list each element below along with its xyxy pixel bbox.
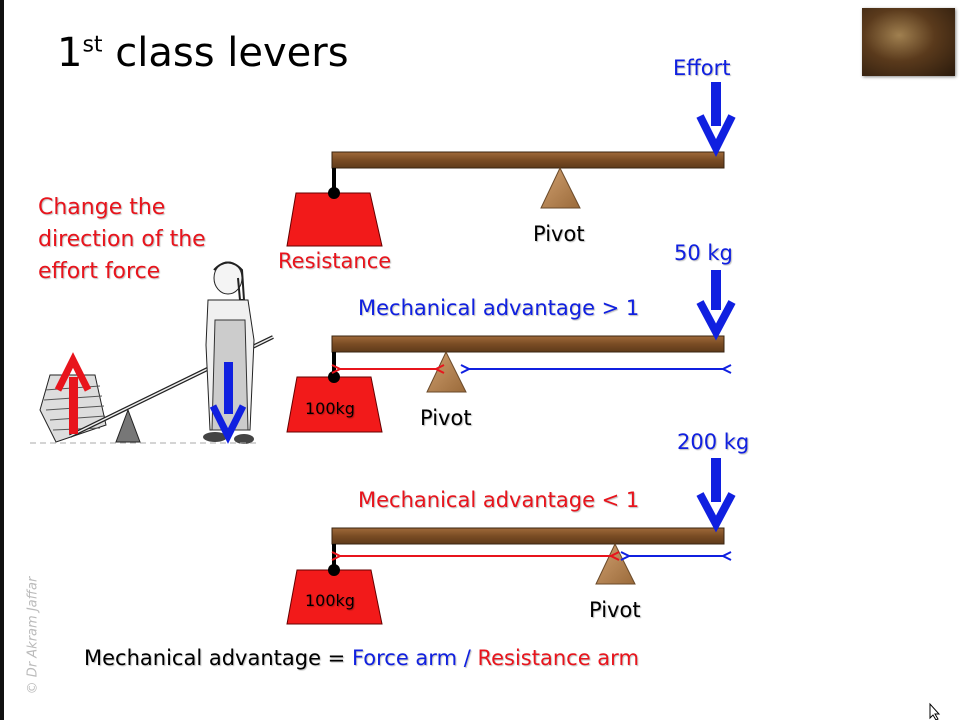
weight xyxy=(286,376,383,433)
effort-200kg-label: 200 kg xyxy=(677,430,750,454)
ma-less-label: Mechanical advantage < 1 xyxy=(358,488,640,512)
lever-3 xyxy=(286,458,736,625)
beam xyxy=(331,151,725,169)
ma-formula: Mechanical advantage = Force arm / Resis… xyxy=(84,646,639,670)
rod-joint xyxy=(328,187,340,199)
slide-title: 1st class levers xyxy=(57,30,349,76)
effort-arrow-down xyxy=(696,270,736,341)
weight xyxy=(286,569,383,625)
pivot-triangle xyxy=(540,166,581,209)
effort-arrow-up xyxy=(54,352,92,434)
lever-1 xyxy=(286,82,736,247)
pivot-triangle xyxy=(595,542,636,585)
effort-label: Effort xyxy=(673,56,731,80)
mouse-cursor-icon xyxy=(929,702,941,720)
pivot-triangle xyxy=(426,350,467,393)
beam xyxy=(331,335,725,353)
painting-thumbnail xyxy=(862,8,955,76)
resistance-label: Resistance xyxy=(278,249,392,273)
ma-greater-label: Mechanical advantage > 1 xyxy=(358,296,640,320)
person-lever-illustration xyxy=(30,261,274,444)
change-direction-text: Change the direction of the effort force xyxy=(38,195,206,284)
pivot-label-2: Pivot xyxy=(420,406,472,430)
resistance-weight xyxy=(286,192,383,247)
beam xyxy=(331,527,725,545)
effort-50kg-label: 50 kg xyxy=(674,241,733,265)
weight-label-3: 100kg xyxy=(305,591,355,610)
pivot-label-1: Pivot xyxy=(533,222,585,246)
lever-2 xyxy=(286,270,736,433)
left-border xyxy=(0,0,4,720)
effort-arrow-down xyxy=(696,458,736,533)
pivot-label-3: Pivot xyxy=(589,598,641,622)
watermark: © Dr Akram Jaffar xyxy=(25,576,41,695)
weight-label-2: 100kg xyxy=(305,399,355,418)
effort-arrow-down xyxy=(696,82,736,157)
effort-arrow-down xyxy=(209,362,247,444)
